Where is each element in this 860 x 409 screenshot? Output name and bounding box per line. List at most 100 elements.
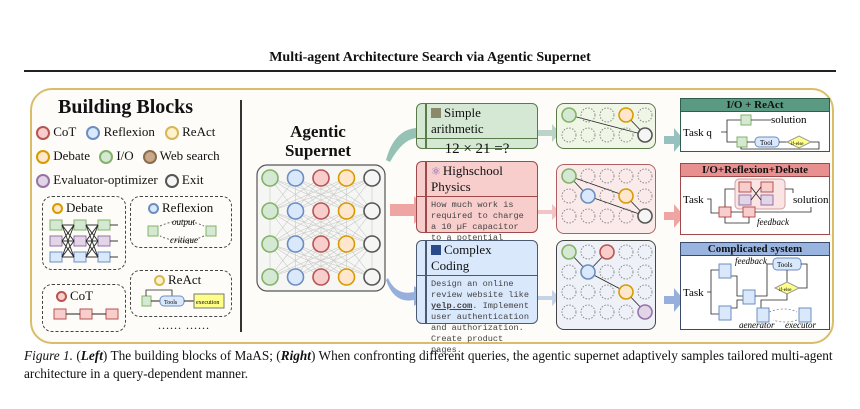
sampled-node-inactive xyxy=(561,208,577,224)
sampled-node-inactive xyxy=(580,168,596,184)
arch-diagram: Task solution feedback xyxy=(683,178,829,227)
sampled-node-inactive xyxy=(637,284,653,300)
supernet-node-io xyxy=(261,268,279,286)
supernet-edge xyxy=(269,177,373,212)
react-execution-label: execution xyxy=(196,300,219,306)
supernet-edge xyxy=(269,243,347,278)
task-label: Task q xyxy=(683,127,712,139)
supernet-edge xyxy=(320,243,373,278)
legend-debate: Debate xyxy=(36,148,91,165)
debate-example-box xyxy=(42,196,126,270)
debate-icon xyxy=(36,150,50,165)
caption-text: ) When confronting different queries, th… xyxy=(24,348,833,381)
label-text: Debate xyxy=(66,200,103,215)
supernet-edge xyxy=(269,210,347,245)
tool-label: Tool xyxy=(760,139,773,147)
query-body: Design an online review website like yel… xyxy=(417,276,537,359)
label-text: CoT xyxy=(70,288,94,303)
sampled-node-active xyxy=(618,284,634,300)
sampled-node-inactive xyxy=(561,284,577,300)
reflexion-node xyxy=(205,225,217,237)
sampled-node-inactive xyxy=(599,264,615,280)
supernet-node-reflexion xyxy=(286,235,305,253)
supernet-node-io xyxy=(261,202,279,220)
legend-io: I/O xyxy=(99,148,134,165)
legend-reflexion: Reflexion xyxy=(86,124,155,141)
supernet-node-cot xyxy=(312,202,330,220)
supernet-edge xyxy=(269,177,322,212)
sampled-edge xyxy=(568,175,627,197)
debate-icon xyxy=(52,202,63,214)
sampled-node-inactive xyxy=(599,188,615,204)
supernet-node-reflexion xyxy=(286,169,305,187)
sampled-node-active xyxy=(618,107,634,123)
legend-row-1: CoT Reflexion ReAct xyxy=(36,124,215,141)
arch-diagram: Task feedback Tools if-else generator ex… xyxy=(683,256,816,330)
react-example-box xyxy=(130,270,232,317)
sampled-node-active xyxy=(637,208,653,224)
legend-label: Debate xyxy=(53,148,91,163)
yelp-link[interactable]: yelp.com xyxy=(431,301,473,311)
query-card-coding: Complex Coding Design an online review w… xyxy=(416,240,538,355)
supernet-title-line2: Supernet xyxy=(284,141,352,160)
query-title: Highschool Physics xyxy=(431,163,503,194)
supernet-node-debate xyxy=(337,202,356,220)
sampled-node-active xyxy=(618,188,634,204)
legend-react: ReAct xyxy=(164,124,215,141)
supernet-edge xyxy=(269,243,322,278)
arrow-to-arch-2 xyxy=(664,204,684,228)
supernet-node-reflexion xyxy=(286,202,305,220)
caption-text: The building blocks of MaAS; ( xyxy=(107,348,281,363)
sampled-node-inactive xyxy=(637,264,653,280)
figure-caption: Figure 1. (Left) The building blocks of … xyxy=(24,348,833,381)
sampled-node-inactive xyxy=(637,107,653,123)
arch-diagram: Task q solution Tool if-else xyxy=(683,114,820,150)
reflexion-critique-label: critique xyxy=(170,235,198,244)
query-card-physics: ⚛Highschool Physics How much work is req… xyxy=(416,161,538,265)
legend-cot: CoT xyxy=(36,124,76,141)
supernet-node-cot xyxy=(312,169,330,187)
supernet-edge xyxy=(295,177,373,212)
supernet-edge xyxy=(295,210,373,245)
debate-edges xyxy=(61,224,118,258)
label-text: Reflexion xyxy=(162,200,214,215)
sampled-node-inactive xyxy=(561,304,577,320)
supernet-node-io xyxy=(261,169,279,187)
legend-label: I/O xyxy=(116,148,134,163)
arch-title: I/O + ReAct xyxy=(681,99,829,112)
arch-io-reflexion-debate: I/O+Reflexion+Debate Task solution feedb… xyxy=(680,163,830,235)
reflexion-diagram: output critique xyxy=(147,217,217,244)
evaluator-optimizer-icon xyxy=(36,174,50,189)
sampled-node-active xyxy=(599,244,615,260)
header-title: Multi-agent Architecture Search via Agen… xyxy=(269,50,591,65)
arch-title: I/O+Reflexion+Debate xyxy=(681,164,829,177)
web-search-icon xyxy=(142,150,157,165)
arch-title: Complicated system xyxy=(681,243,829,256)
sampled-node-inactive xyxy=(618,304,634,320)
caption-left-tag: Left xyxy=(80,348,103,363)
debate-example-label: Debate xyxy=(52,200,103,216)
legend-web-search: Web search xyxy=(142,148,220,165)
legend-label: Exit xyxy=(181,172,204,187)
feedback-label: feedback xyxy=(757,217,790,227)
label-text: ReAct xyxy=(168,272,202,287)
supernet-node-cot xyxy=(312,268,330,286)
reflexion-output-label: output xyxy=(172,217,196,227)
supernet-edge xyxy=(295,243,373,278)
sampled-node-inactive xyxy=(637,244,653,260)
sampled-node-inactive xyxy=(580,107,596,123)
sampled-node-inactive xyxy=(599,127,615,143)
arrow-to-arch-1 xyxy=(664,128,684,152)
legend-row-2: Debate I/O Web search xyxy=(36,148,220,165)
exit-icon xyxy=(164,174,179,189)
react-icon xyxy=(164,126,179,141)
sampled-node-inactive xyxy=(618,168,634,184)
sampled-node-active xyxy=(637,304,653,320)
arrow-to-arch-3 xyxy=(664,288,684,312)
sampled-node-inactive xyxy=(561,188,577,204)
legend-evaluator: Evaluator-optimizer xyxy=(36,172,158,189)
react-example-label: ReAct xyxy=(154,272,201,288)
debate-nodes xyxy=(49,219,111,263)
sampled-node-inactive xyxy=(561,264,577,280)
